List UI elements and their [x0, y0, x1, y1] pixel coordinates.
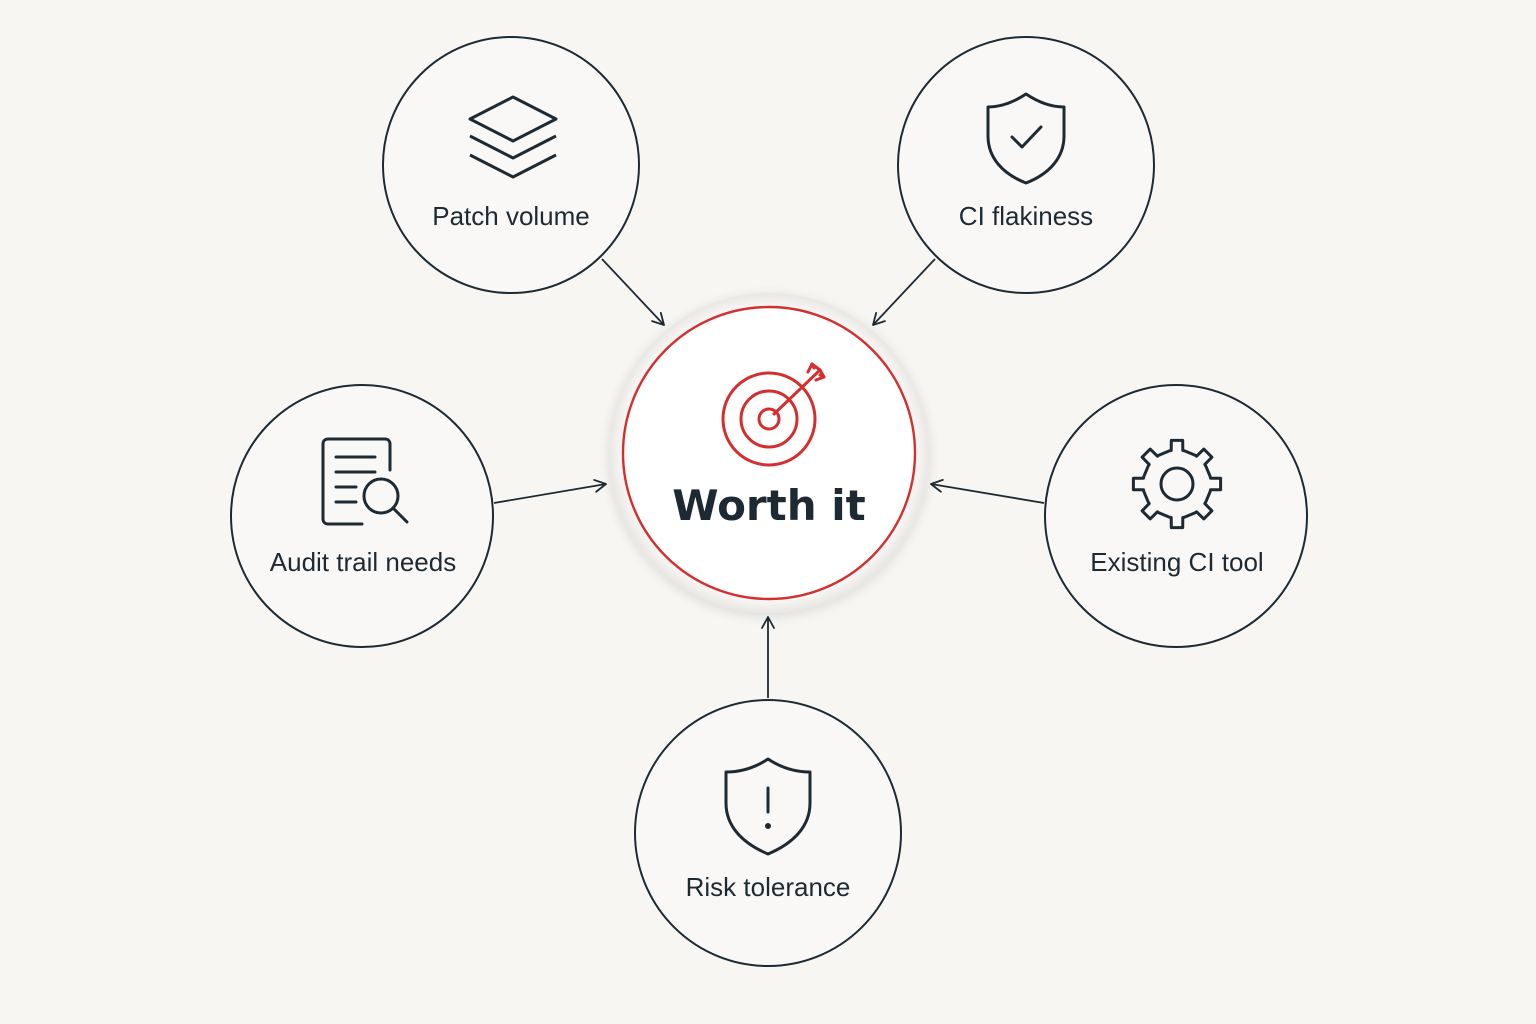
factor-label-ci-flakiness: CI flakiness: [959, 201, 1093, 231]
arrow-existing-ci-tool: [930, 479, 1045, 504]
gear-icon: [1131, 438, 1223, 530]
shield-alert-icon: [724, 757, 812, 856]
layers-icon: [468, 95, 558, 179]
factor-label-patch-volume: Patch volume: [432, 201, 590, 231]
factor-label-existing-ci-tool: Existing CI tool: [1090, 547, 1263, 577]
center-label: Worth it: [672, 481, 865, 530]
factor-node-patch-volume: Patch volume: [382, 36, 640, 294]
factor-circle: [897, 36, 1155, 294]
connectors: [493, 258, 1045, 698]
arrow-ci-flakiness: [872, 258, 936, 326]
factor-node-audit-trail-needs: Audit trail needs: [230, 384, 494, 648]
document-search-icon: [321, 437, 409, 526]
center-node: Worth it: [609, 293, 929, 613]
factor-label-risk-tolerance: Risk tolerance: [686, 872, 851, 902]
factor-node-ci-flakiness: CI flakiness: [897, 36, 1155, 294]
factor-circle: [230, 384, 494, 648]
factor-circle: [634, 699, 902, 967]
factor-node-risk-tolerance: Risk tolerance: [634, 699, 902, 967]
factor-circle: [1044, 384, 1308, 648]
factor-node-existing-ci-tool: Existing CI tool: [1044, 384, 1308, 648]
factor-circle: [382, 36, 640, 294]
arrow-patch-volume: [601, 258, 665, 326]
factor-label-audit-trail-needs: Audit trail needs: [270, 547, 456, 577]
shield-check-icon: [986, 92, 1066, 185]
center-ring: [621, 305, 917, 601]
target-icon: [721, 362, 826, 467]
arrow-audit-trail-needs: [493, 479, 607, 504]
